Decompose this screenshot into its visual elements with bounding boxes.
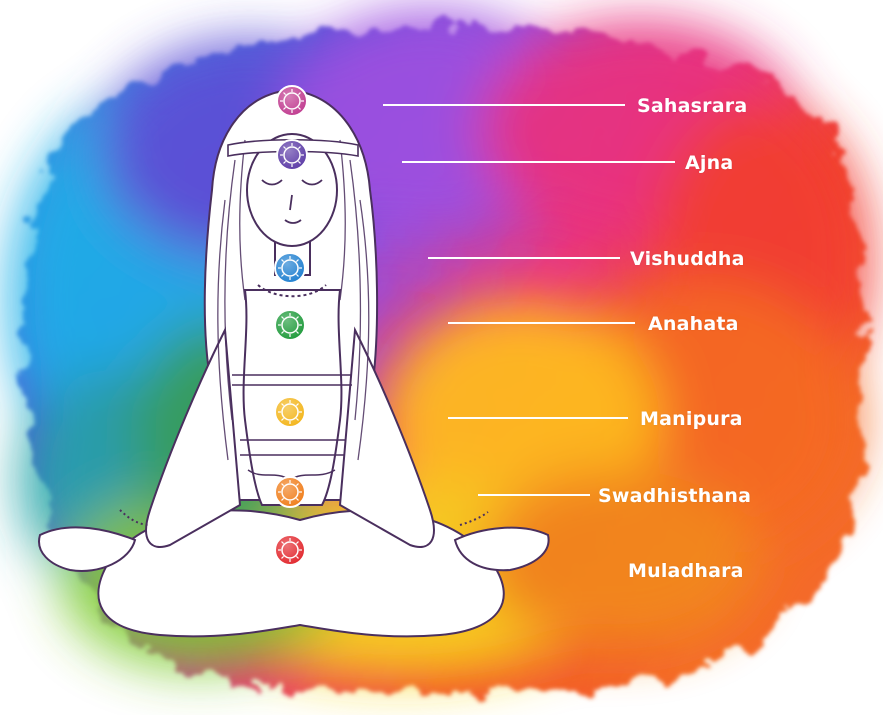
chakra-dot-swadhisthana — [275, 477, 305, 507]
chakra-label-anahata: Anahata — [648, 313, 739, 335]
chakra-label-sahasrara: Sahasrara — [637, 95, 747, 117]
chakra-dot-ajna — [277, 140, 307, 170]
chakra-label-vishuddha: Vishuddha — [630, 248, 745, 270]
chakra-dot-vishuddha — [275, 253, 305, 283]
chakra-label-swadhisthana: Swadhisthana — [598, 485, 751, 507]
chakra-dot-muladhara — [275, 535, 305, 565]
chakra-label-manipura: Manipura — [640, 408, 743, 430]
chakra-dot-sahasrara — [277, 86, 307, 116]
chakra-label-ajna: Ajna — [685, 152, 733, 174]
chakra-dots — [275, 86, 307, 565]
chakra-dot-manipura — [275, 397, 305, 427]
chakra-dot-anahata — [275, 310, 305, 340]
chakra-label-muladhara: Muladhara — [628, 560, 744, 582]
